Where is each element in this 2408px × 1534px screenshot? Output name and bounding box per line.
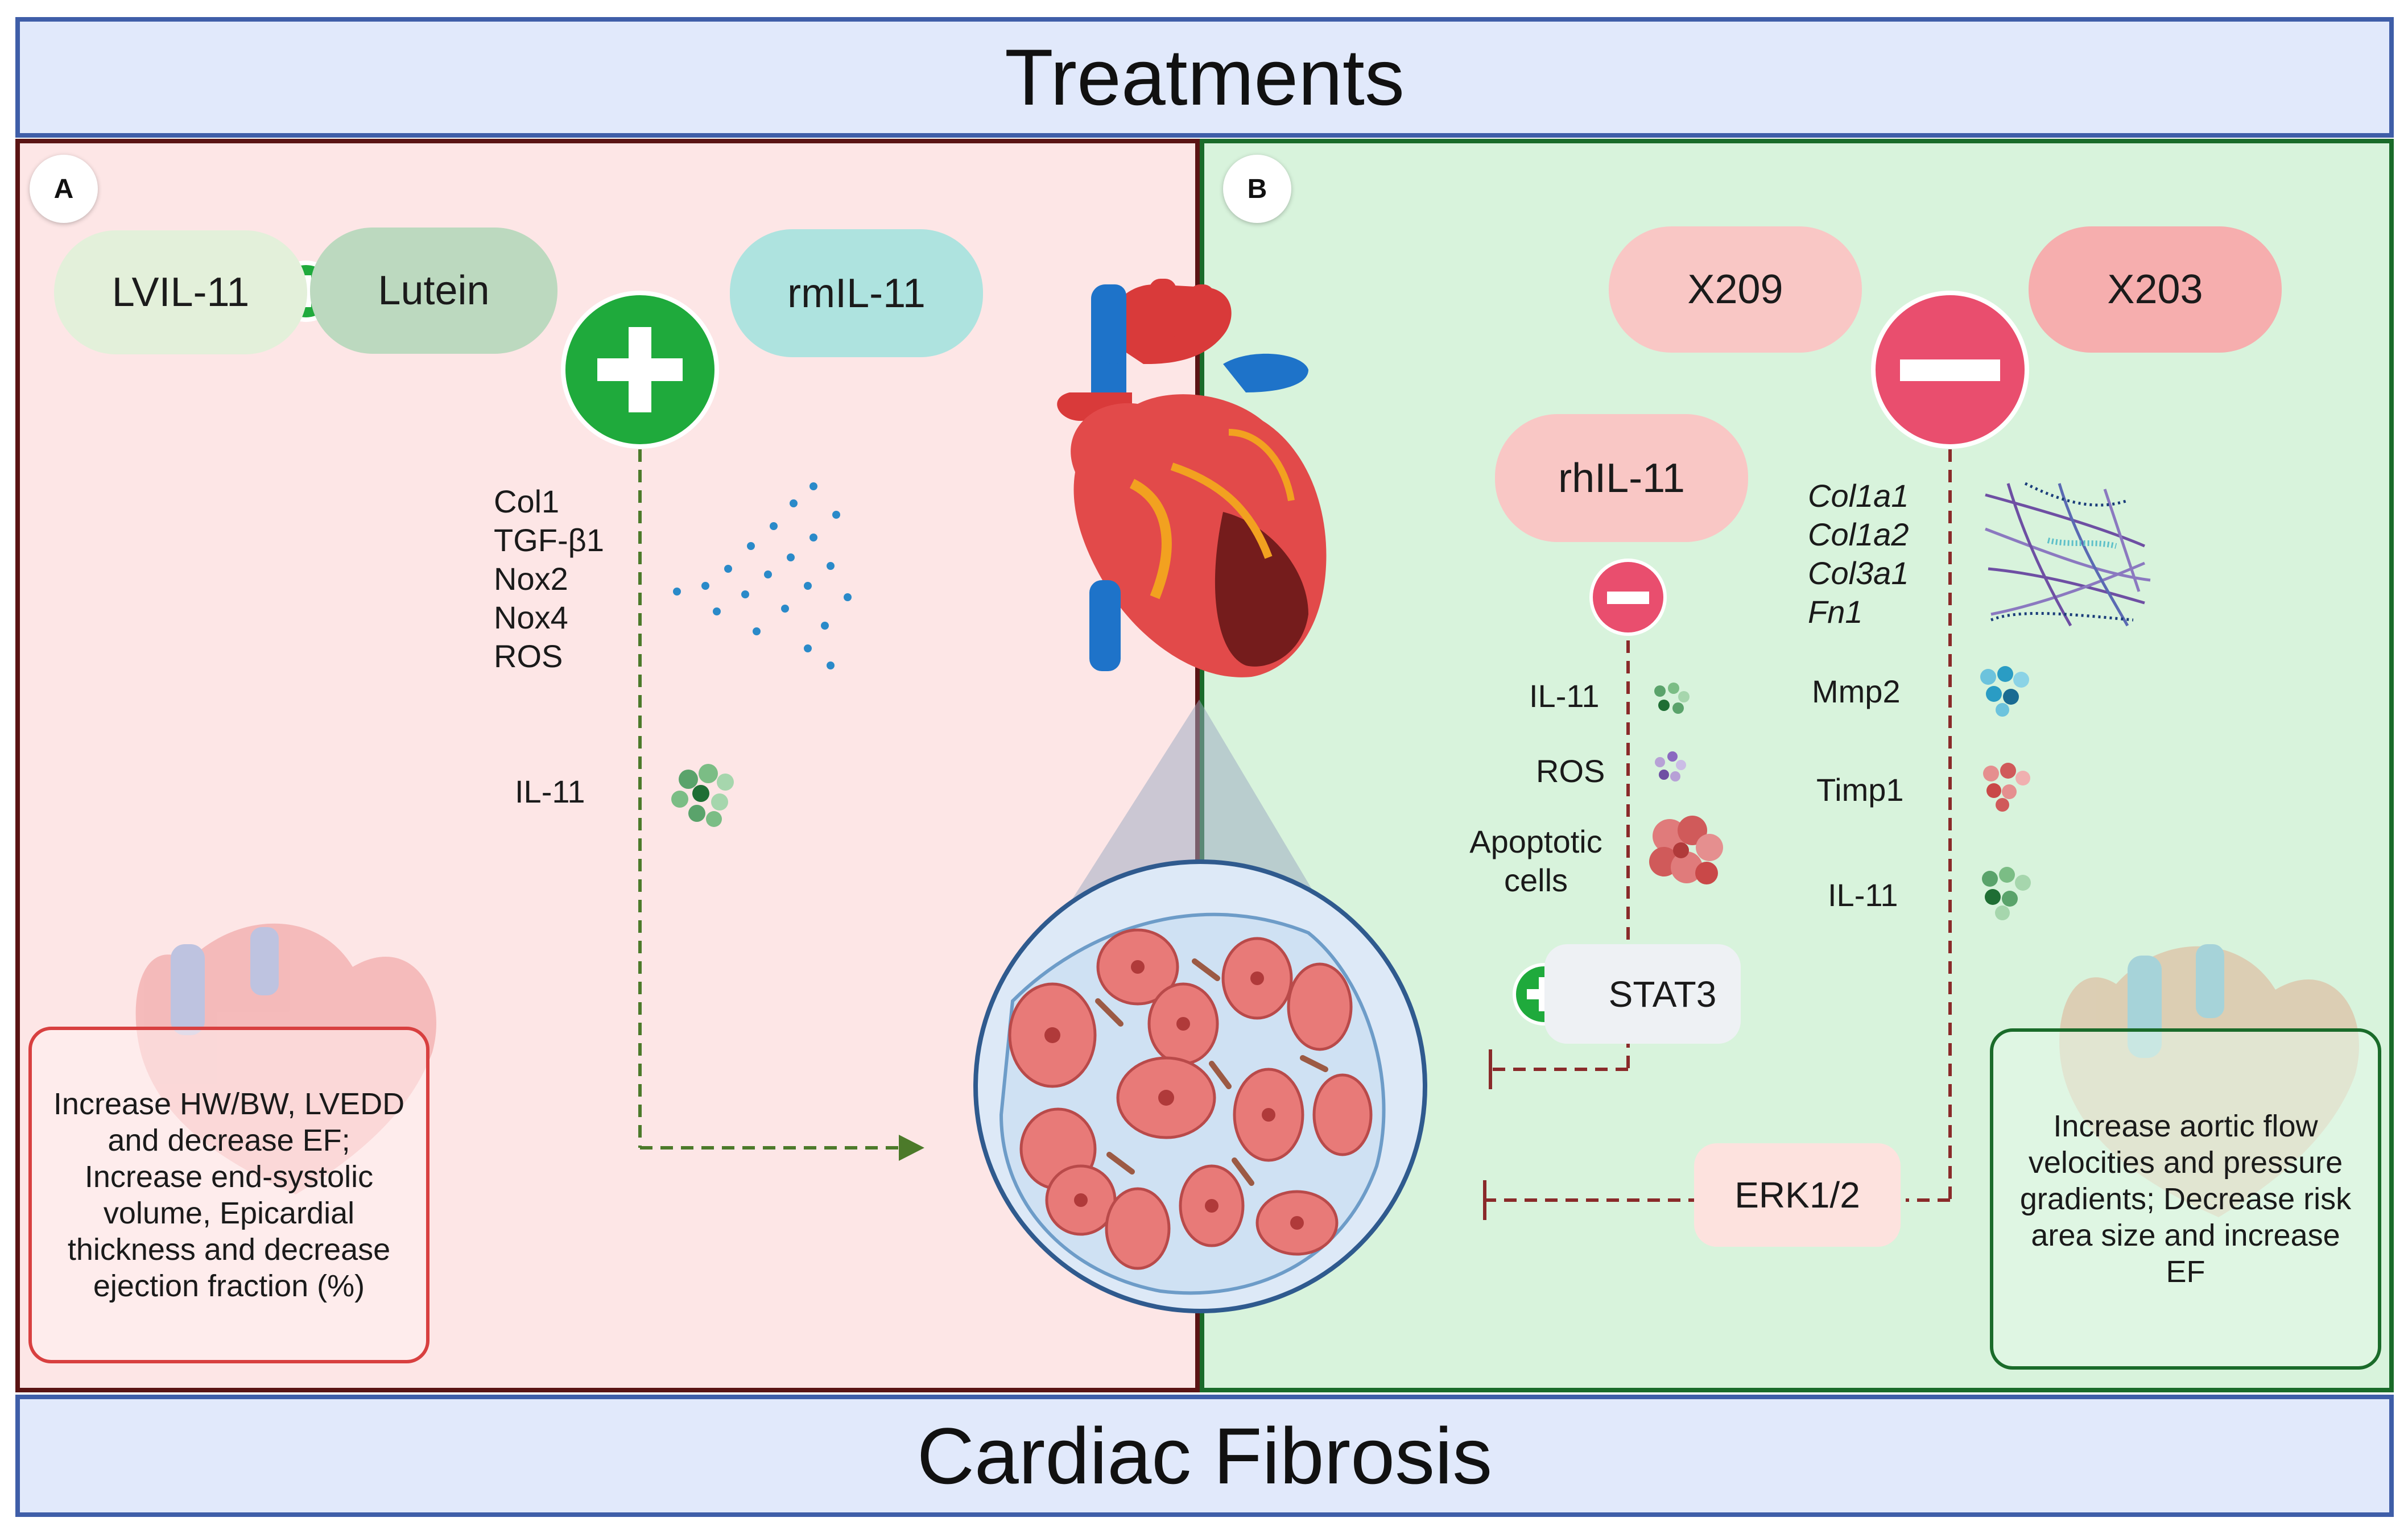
minus-icon-large (1871, 291, 2029, 449)
stat3-box: STAT3 (1544, 944, 1741, 1044)
marker-col1: Col1 (494, 483, 560, 519)
rhil11-label: rhIL-11 (1558, 455, 1685, 501)
gene-list-b: Col1a1 Col1a2 Col3a1 Fn1 (1808, 477, 1909, 631)
apoptotic-label-b: Apoptotic cells (1469, 824, 1602, 898)
x203-label: X203 (2107, 267, 2203, 312)
timp1-label-b: Timp1 (1816, 772, 1904, 808)
erk-label: ERK1/2 (1734, 1175, 1860, 1215)
lvil11-label: LVIL-11 (111, 270, 250, 315)
x209-label: X209 (1687, 267, 1783, 312)
gene-col1a2: Col1a2 (1808, 516, 1909, 552)
marker-nox2: Nox2 (494, 561, 568, 597)
il11-label-a: IL-11 (515, 774, 585, 809)
rmil11-label: rmIL-11 (787, 270, 926, 316)
mmp2-label-b: Mmp2 (1812, 673, 1901, 709)
header-title: Treatments (1005, 32, 1405, 122)
outcome-text-b: Increase aortic flow velocities and pres… (2019, 1109, 2352, 1289)
erk-box: ERK1/2 (1694, 1143, 1901, 1247)
plus-icon-large (561, 291, 719, 449)
rmil11-pill: rmIL-11 (730, 229, 983, 357)
gene-col1a1: Col1a1 (1808, 478, 1909, 514)
cell-cluster-icon-timp1 (1983, 763, 2030, 812)
marker-ros: ROS (494, 638, 563, 674)
outcome-box-a: Increase HW/BW, LVEDD and decrease EF; I… (28, 1027, 429, 1363)
il11-label-b-right: IL-11 (1828, 877, 1898, 913)
cell-cluster-icon-apoptotic (1649, 816, 1723, 884)
rhil11-pill: rhIL-11 (1495, 414, 1748, 542)
x209-pill: X209 (1609, 226, 1862, 353)
lvil11-pill: LVIL-11 (54, 230, 307, 354)
dots-icon-blue (673, 482, 852, 669)
fiber-icon (1985, 482, 2151, 627)
panel-a-connectors (638, 449, 924, 1161)
stat3-label: STAT3 (1608, 973, 1717, 1015)
zoom-triangle (1058, 700, 1331, 921)
marker-nox4: Nox4 (494, 599, 568, 635)
cell-cluster-icon-mmp2 (1980, 666, 2029, 717)
outcome-text-a: Increase HW/BW, LVEDD and decrease EF; I… (53, 1087, 405, 1303)
marker-tgfb1: TGF-β1 (494, 522, 604, 558)
cell-cluster-icon-il11-a (671, 764, 734, 827)
gene-fn1: Fn1 (1808, 594, 1863, 630)
cell-cluster-icon-il11-b-right (1982, 867, 2031, 920)
panel-b-label: B (1223, 155, 1291, 223)
marker-list-a: Col1 TGF-β1 Nox2 Nox4 ROS (494, 482, 604, 676)
heart-illustration (1057, 279, 1327, 677)
cell-cluster-icon-il11-b-left (1654, 683, 1690, 714)
footer-title: Cardiac Fibrosis (916, 1411, 1493, 1500)
gene-col3a1: Col3a1 (1808, 555, 1909, 591)
footer-banner: Cardiac Fibrosis (15, 1395, 2394, 1517)
minus-icon-small (1589, 559, 1667, 636)
outcome-box-b: Increase aortic flow velocities and pres… (1990, 1028, 2381, 1370)
il11-label-b-left: IL-11 (1529, 678, 1600, 714)
tissue-illustration (973, 859, 1427, 1313)
lutein-pill: Lutein (310, 228, 557, 354)
header-banner: Treatments (15, 17, 2394, 138)
lutein-label: Lutein (378, 268, 490, 313)
x203-pill: X203 (2029, 226, 2282, 353)
cell-cluster-icon-ros-b (1655, 751, 1686, 782)
ros-label-b: ROS (1536, 753, 1605, 789)
panel-a-label: A (30, 155, 98, 223)
